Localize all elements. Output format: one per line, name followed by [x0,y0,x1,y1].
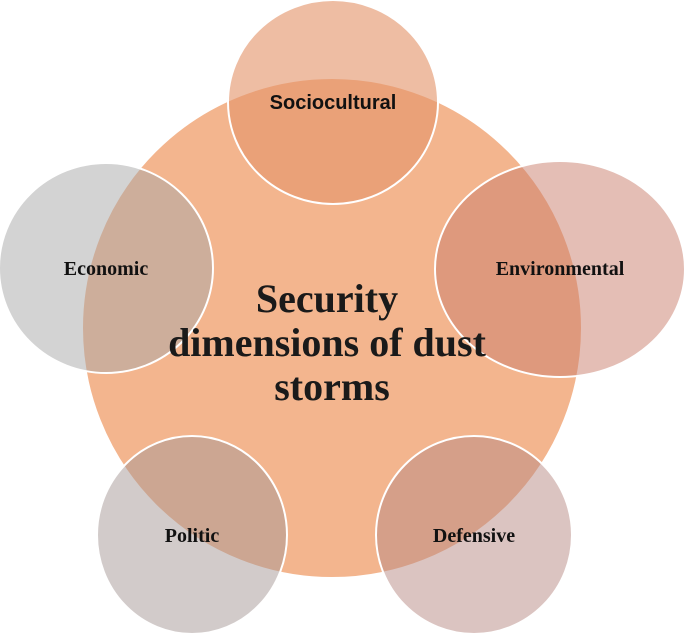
economic-circle [0,162,214,374]
center-title-line-3: storms [274,364,390,409]
center-title: Security dimensions of dust storms [168,276,496,409]
sociocultural-label: Sociocultural [270,92,397,114]
environmental-circle [434,160,685,378]
defensive-circle [375,435,573,634]
center-title-line-2: dimensions of dust [168,320,487,365]
environmental-label: Environmental [496,258,625,280]
center-title-line-1: Security [256,276,398,321]
defensive-label: Defensive [433,525,515,547]
politic-label: Politic [165,525,220,547]
politic-circle [96,435,288,634]
sociocultural-circle [227,0,439,205]
economic-label: Economic [64,258,149,280]
